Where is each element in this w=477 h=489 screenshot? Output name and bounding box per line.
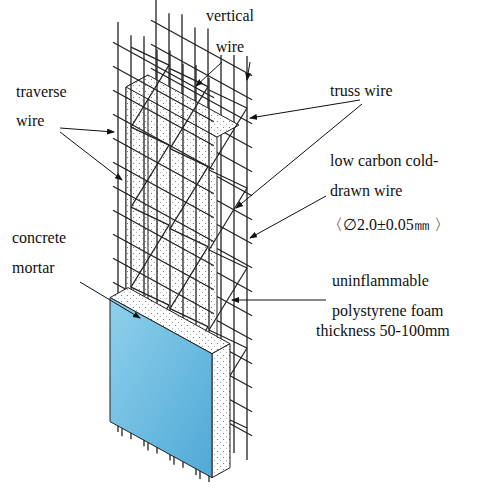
vertical-wire xyxy=(121,428,122,436)
part-label: thickness 50-100mm xyxy=(316,318,474,344)
traverse-wire xyxy=(113,162,214,218)
truss-wire xyxy=(209,90,247,108)
truss-wire xyxy=(170,229,208,247)
label-text: truss wire xyxy=(330,82,393,99)
part-label: low carbon cold-drawn wire xyxy=(330,146,472,206)
part-label: concrete mortar xyxy=(12,223,92,283)
truss-wire xyxy=(209,188,247,250)
vertical-wire xyxy=(147,443,148,451)
vertical-wire xyxy=(173,457,174,465)
label-text: thickness 50-100mm xyxy=(316,322,450,339)
traverse-wire xyxy=(113,42,214,98)
truss-wire xyxy=(170,167,208,229)
part-label: uninflammable polystyrene foam xyxy=(332,266,472,326)
truss-wire xyxy=(170,247,208,309)
label-text: traverse wire xyxy=(16,83,67,129)
concrete-mortar-face xyxy=(110,298,212,478)
vertical-wire xyxy=(233,43,234,453)
part-label: 〈∅2.0±0.05㎜ 〉 xyxy=(327,212,474,238)
truss-wire xyxy=(209,108,247,170)
traverse-wire xyxy=(113,114,214,170)
leader-line xyxy=(250,196,326,238)
truss-wire xyxy=(209,250,247,268)
traverse-wire xyxy=(113,234,214,290)
traverse-wire xyxy=(113,138,214,194)
truss-wire xyxy=(131,207,169,225)
label-text: vertical wire xyxy=(206,7,254,55)
leader-line xyxy=(80,282,140,318)
traverse-wire xyxy=(113,66,214,122)
mortar-side xyxy=(212,344,230,478)
part-label: truss wire xyxy=(330,76,430,105)
part-label: traverse wire xyxy=(16,77,91,135)
label-text: 〈∅2.0±0.05㎜ 〉 xyxy=(327,216,450,233)
truss-wire xyxy=(209,170,247,188)
truss-wire xyxy=(209,268,247,330)
leader-line xyxy=(60,132,122,180)
leader-line xyxy=(247,62,250,80)
vertical-wire xyxy=(199,471,200,479)
leader-line xyxy=(250,100,360,118)
traverse-wire xyxy=(113,186,214,242)
vertical-wire xyxy=(246,56,247,460)
label-text: uninflammable polystyrene foam xyxy=(332,272,444,319)
leader-line xyxy=(232,300,326,301)
traverse-wire xyxy=(113,210,214,266)
label-text: low carbon cold-drawn wire xyxy=(330,152,438,199)
leader-line xyxy=(60,128,114,132)
label-text: concrete mortar xyxy=(12,229,66,276)
truss-wire xyxy=(131,145,169,207)
part-label: vertical wire xyxy=(190,0,270,62)
truss-wire xyxy=(131,225,169,287)
traverse-wire xyxy=(113,90,214,146)
leader-line xyxy=(196,62,222,86)
